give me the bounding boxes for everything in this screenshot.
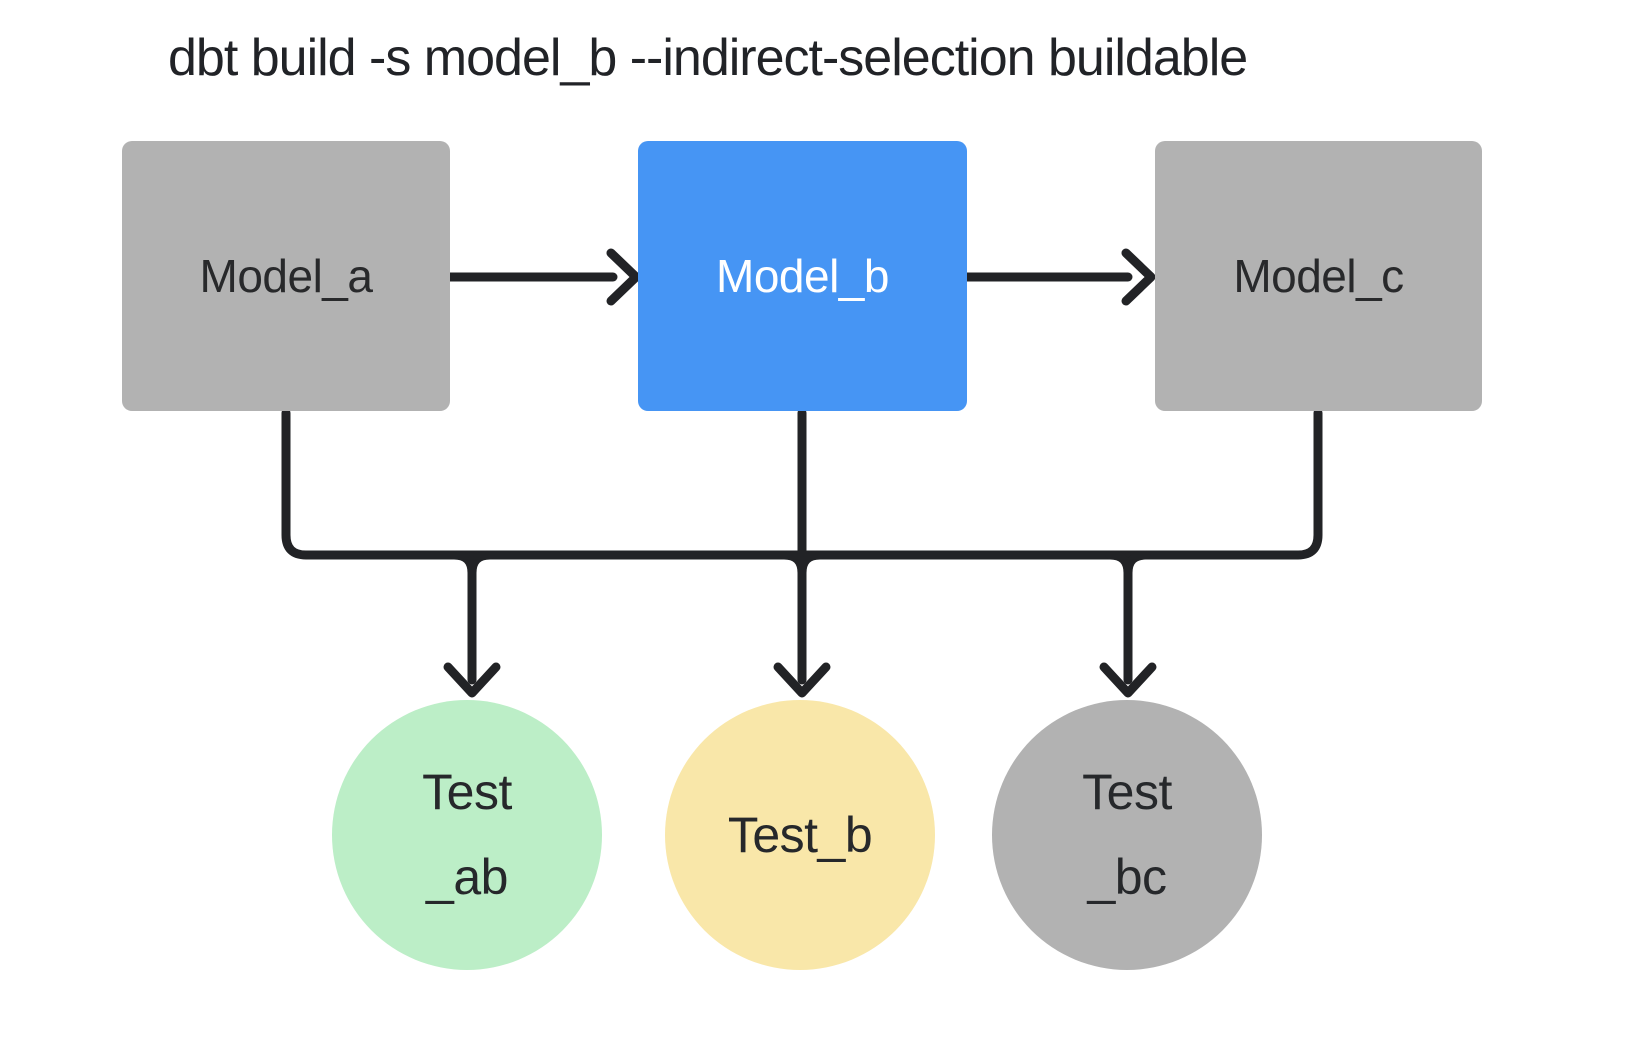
diagram-title: dbt build -s model_b --indirect-selectio…: [168, 29, 1248, 87]
node-model-a: Model_a: [122, 141, 450, 411]
node-model-c: Model_c: [1155, 141, 1482, 411]
node-test-b: Test_b: [665, 700, 935, 970]
node-test-bc: Test _bc: [992, 700, 1262, 970]
node-test-ab-label-line2: _ab: [426, 849, 508, 905]
node-model-b-label: Model_b: [716, 250, 889, 302]
node-test-bc-label-line2: _bc: [1087, 849, 1167, 905]
junction-fillet-model_b: [779, 550, 825, 578]
node-test-ab-label-line1: Test: [422, 764, 512, 820]
arrowhead-into-test_ab: [443, 662, 501, 698]
arrowhead-into-test_bc: [1099, 662, 1157, 698]
node-test-b-label-line1: Test_b: [727, 806, 873, 863]
arrowhead-into-model_c: [1121, 248, 1156, 306]
node-test-bc-label-line1: Test: [1082, 764, 1172, 820]
arrowhead-into-test_b: [773, 662, 831, 698]
arrowhead-into-model_b: [606, 248, 641, 306]
node-test-ab: Test _ab: [332, 700, 602, 970]
junction-fillet-test_bc: [1105, 550, 1151, 578]
edge-strokes: [281, 248, 1323, 698]
node-model-c-label: Model_c: [1233, 250, 1404, 302]
node-model-a-label: Model_a: [199, 250, 373, 302]
node-model-b-selected: Model_b: [638, 141, 967, 411]
junction-fillet-test_ab: [449, 550, 495, 578]
